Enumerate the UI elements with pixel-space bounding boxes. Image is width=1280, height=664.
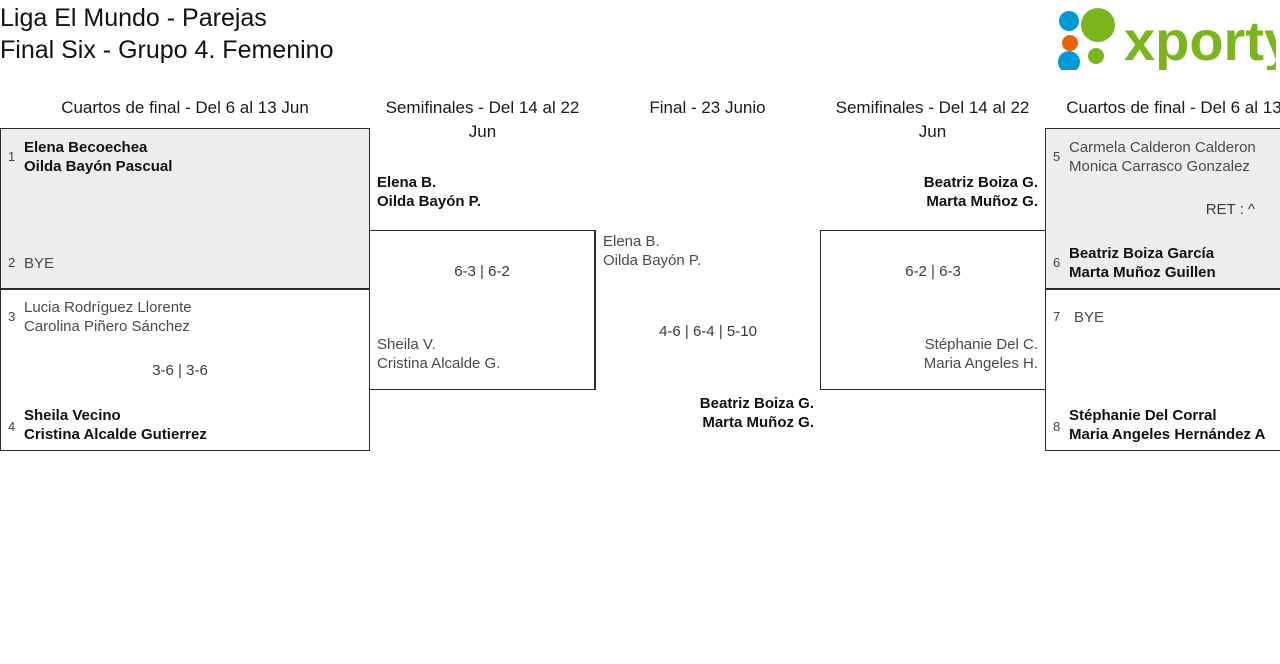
seed-number: 1 bbox=[8, 149, 16, 164]
match-box-left-qf-1[interactable] bbox=[0, 128, 370, 289]
match-score: 6-2 | 6-3 bbox=[905, 263, 961, 280]
player-names-winner: Stéphanie Del Corral Maria Angeles Herná… bbox=[1069, 407, 1266, 443]
svg-text:xporty: xporty bbox=[1124, 9, 1276, 70]
player-names-loser: Lucia Rodríguez Llorente Carolina Piñero… bbox=[24, 299, 192, 335]
match-score: RET : ^ bbox=[1205, 201, 1255, 218]
xporty-logo: xporty bbox=[1052, 4, 1280, 73]
seed-number: 8 bbox=[1053, 419, 1061, 434]
round-header-left-qf: Cuartos de final - Del 6 al 13 Jun bbox=[61, 98, 309, 117]
page-title: Liga El Mundo - Parejas Final Six - Grup… bbox=[0, 4, 334, 64]
match-score: 3-6 | 3-6 bbox=[152, 362, 208, 379]
seed-number: 2 bbox=[8, 255, 16, 270]
player-names-winner: Beatriz Boiza G. Marta Muñoz G. bbox=[699, 395, 814, 431]
match-box-right-qf-1[interactable] bbox=[1045, 128, 1280, 289]
final-connector-left bbox=[595, 230, 596, 390]
match-score: 4-6 | 6-4 | 5-10 bbox=[659, 323, 757, 340]
player-names-winner: Sheila Vecino Cristina Alcalde Gutierrez bbox=[24, 407, 207, 443]
player-names-loser: Sheila V. Cristina Alcalde G. bbox=[377, 336, 501, 372]
player-names-loser: BYE bbox=[24, 255, 55, 272]
player-names-winner: Elena B. Oilda Bayón P. bbox=[377, 174, 481, 210]
seed-number: 5 bbox=[1053, 149, 1061, 164]
match-box-left-sf[interactable] bbox=[369, 230, 595, 390]
seed-number: 3 bbox=[8, 309, 16, 324]
player-names-loser: Carmela Calderon Calderon Monica Carrasc… bbox=[1069, 139, 1256, 175]
player-names-winner: Elena Becoechea Oilda Bayón Pascual bbox=[24, 139, 173, 175]
round-header-right-qf: Cuartos de final - Del 6 al 13 Jun bbox=[1066, 98, 1280, 117]
round-header-final: Final - 23 Junio bbox=[649, 98, 766, 117]
match-score: 6-3 | 6-2 bbox=[454, 263, 510, 280]
seed-number: 7 bbox=[1053, 309, 1061, 324]
player-names-loser: BYE bbox=[1074, 309, 1105, 326]
round-header-left-sf: Semifinales - Del 14 al 22 Jun bbox=[385, 98, 580, 141]
seed-number: 4 bbox=[8, 419, 16, 434]
player-names-loser: Elena B. Oilda Bayón P. bbox=[603, 233, 702, 269]
match-box-right-qf-2[interactable] bbox=[1045, 289, 1280, 451]
player-names-winner: Beatriz Boiza G. Marta Muñoz G. bbox=[923, 174, 1038, 210]
player-names-loser: Stéphanie Del C. Maria Angeles H. bbox=[923, 336, 1038, 372]
player-names-winner: Beatriz Boiza García Marta Muñoz Guillen bbox=[1069, 245, 1216, 281]
round-header-right-sf: Semifinales - Del 14 al 22 Jun bbox=[835, 98, 1030, 141]
seed-number: 6 bbox=[1053, 255, 1061, 270]
